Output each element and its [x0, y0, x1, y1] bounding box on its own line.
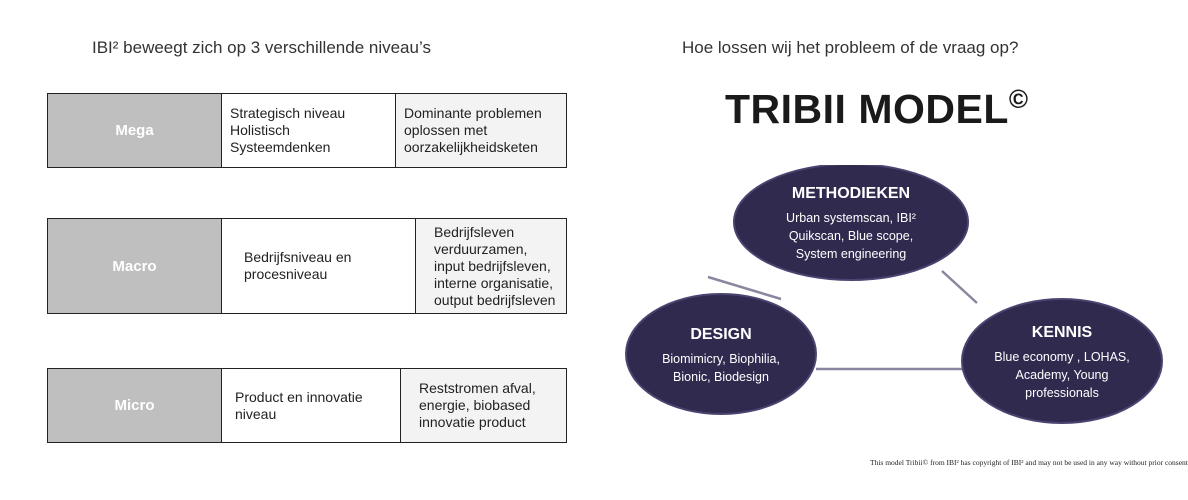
model-title: TRIBII MODEL© [725, 84, 1029, 132]
node-line-design-1: Biomimicry, Biophilia, [662, 352, 780, 366]
connector-line-1 [707, 275, 782, 301]
model-node-methodieken: METHODIEKEN Urban systemscan, IBI² Quiksca… [733, 165, 969, 281]
level-name-macro: Macro [47, 218, 222, 314]
tribii-model-diagram: METHODIEKEN Urban systemscan, IBI² Quiksca… [625, 165, 1163, 424]
level-description-macro: Bedrijfsniveau en procesniveau [221, 218, 416, 314]
level-aim-micro: Reststromen afval, energie, biobased inn… [400, 368, 567, 443]
model-node-kennis: KENNIS Blue economy , LOHAS, Academy, Youn… [961, 298, 1163, 424]
node-ellipse-design [625, 293, 817, 415]
node-ellipse-methodieken [733, 165, 969, 281]
connector-line-2 [941, 270, 978, 304]
node-title-design: DESIGN [690, 326, 751, 343]
node-line-methodieken-2: Quikscan, Blue scope, [789, 229, 913, 243]
level-aim-mega: Dominante problemen oplossen met oorzake… [395, 93, 567, 168]
model-connectors [707, 270, 978, 371]
node-ellipse-kennis [961, 298, 1163, 424]
node-line-kennis-3: professionals [1025, 386, 1099, 400]
level-description-micro: Product en innovatie niveau [221, 368, 401, 443]
level-name-micro: Micro [47, 368, 222, 443]
node-title-kennis: KENNIS [1032, 324, 1093, 341]
node-line-methodieken-1: Urban systemscan, IBI² [786, 211, 916, 225]
level-table-macro: Macro Bedrijfsniveau en procesniveau Bed… [47, 218, 567, 314]
level-table-mega: Mega Strategisch niveau Holistisch Syste… [47, 93, 567, 168]
copyright-mark: © [1008, 84, 1029, 114]
left-heading: IBI² beweegt zich op 3 verschillende niv… [92, 38, 431, 57]
copyright-note: This model Tribii© from IBI² has copyrig… [870, 458, 1188, 467]
node-line-kennis-2: Academy, Young [1016, 368, 1109, 382]
node-line-methodieken-3: System engineering [796, 247, 907, 261]
level-name-mega: Mega [47, 93, 222, 168]
level-aim-macro: Bedrijfsleven verduurzamen, input bedrij… [415, 218, 567, 314]
model-nodes: METHODIEKEN Urban systemscan, IBI² Quiksca… [625, 165, 1163, 424]
level-table-micro: Micro Product en innovatie niveau Restst… [47, 368, 567, 443]
right-heading: Hoe lossen wij het probleem of de vraag … [682, 38, 1019, 57]
level-description-mega: Strategisch niveau Holistisch Systeemden… [221, 93, 396, 168]
node-line-kennis-1: Blue economy , LOHAS, [994, 350, 1129, 364]
node-title-methodieken: METHODIEKEN [792, 185, 910, 202]
model-node-design: DESIGN Biomimicry, Biophilia, Bionic, Biod… [625, 293, 817, 415]
node-line-design-2: Bionic, Biodesign [673, 370, 769, 384]
